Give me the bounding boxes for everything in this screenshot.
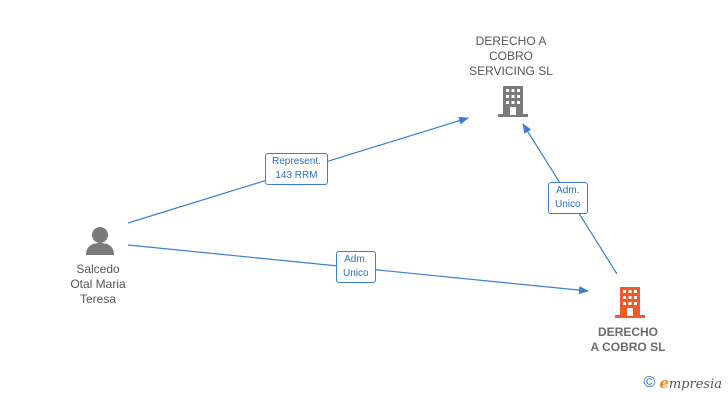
copyright-icon: © [643, 374, 656, 391]
edge-label-represent: Represent. 143 RRM [265, 153, 328, 185]
building-icon [498, 86, 528, 117]
brand-logo: empresia [659, 374, 722, 392]
brand-footer: © empresia [644, 374, 722, 392]
company-top-label[interactable]: DERECHO A COBRO SERVICING SL [469, 34, 553, 78]
person-label[interactable]: Salcedo Otal Maria Teresa [70, 262, 126, 306]
company-main-label[interactable]: DERECHO A COBRO SL [590, 325, 666, 354]
person-icon [86, 227, 114, 255]
edge-label-adm-person: Adm. Unico [336, 251, 376, 283]
building-icon [615, 287, 645, 318]
edge-label-adm-company: Adm. Unico [548, 182, 588, 214]
